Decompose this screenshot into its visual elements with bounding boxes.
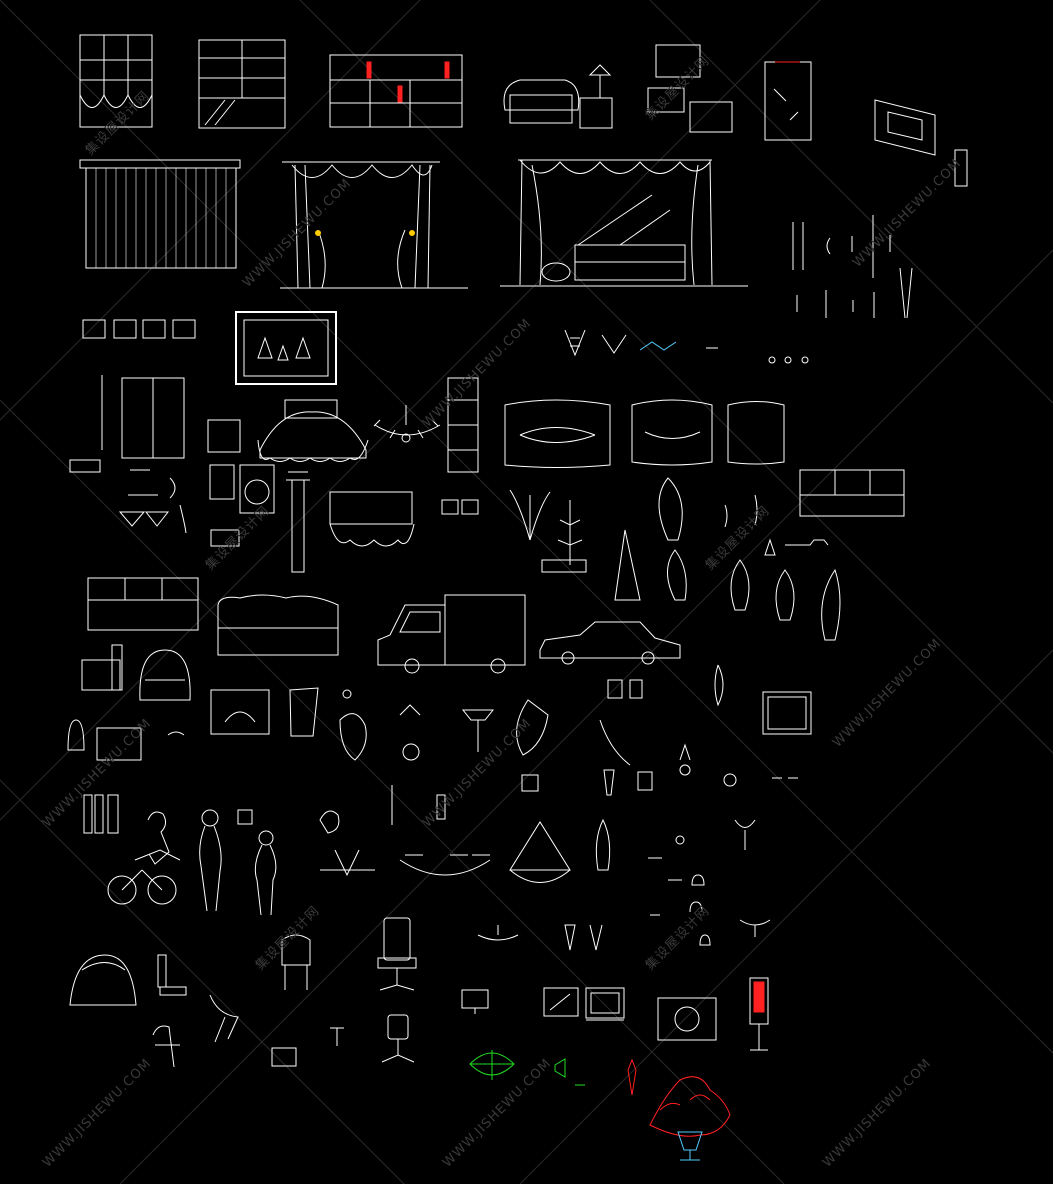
truck-block <box>377 594 526 674</box>
cyan-vase-block <box>677 1131 703 1161</box>
sofa-side-block <box>785 469 905 546</box>
car-block <box>539 621 681 665</box>
bed-with-pillows-block <box>257 399 369 462</box>
three-seat-sofa-block <box>87 577 339 656</box>
tall-cabinet-block <box>447 377 479 473</box>
screen-panel-block <box>874 99 968 187</box>
vases-flowers-block <box>667 494 841 641</box>
red-flower-arrangement-block <box>627 1058 731 1137</box>
green-lamp-block <box>469 1050 585 1086</box>
framed-pictures-block <box>647 44 733 133</box>
appliances-block <box>209 464 275 547</box>
hardware-fittings-block <box>792 215 913 319</box>
small-decor-block <box>477 901 771 951</box>
lamps-and-bathroom-fixtures-block <box>69 375 241 534</box>
cabinet-window-block <box>198 39 286 129</box>
mirror-block <box>764 61 812 141</box>
armchair-side-table-block <box>503 64 613 129</box>
draped-curtain-block <box>280 161 468 289</box>
bookshelf-block <box>329 54 463 128</box>
misc-symbols-block <box>564 329 809 364</box>
standing-figures-block <box>199 809 277 916</box>
roman-blind-window-block <box>79 34 153 128</box>
living-room-curtain-block <box>500 159 748 287</box>
ornaments-block <box>67 687 495 761</box>
chandelier-block <box>373 405 441 443</box>
lighting-fixtures-block <box>319 785 756 886</box>
potted-plants-block <box>516 664 798 796</box>
cyclist-figure-block <box>83 794 181 905</box>
tapestry-block <box>657 997 717 1041</box>
landscape-painting-block <box>235 311 337 385</box>
trees-block <box>509 477 683 601</box>
office-chairs-block <box>69 917 417 1068</box>
picture-frame-block <box>762 691 812 735</box>
vertical-blind-curtain-block <box>79 159 241 269</box>
monitors-block <box>461 987 625 1021</box>
armchairs-block <box>81 644 191 701</box>
small-frames-block <box>82 319 196 339</box>
sofa-tops-block <box>504 399 785 468</box>
column-and-bedhead-block <box>286 471 479 573</box>
floor-speaker-block <box>749 977 769 1051</box>
